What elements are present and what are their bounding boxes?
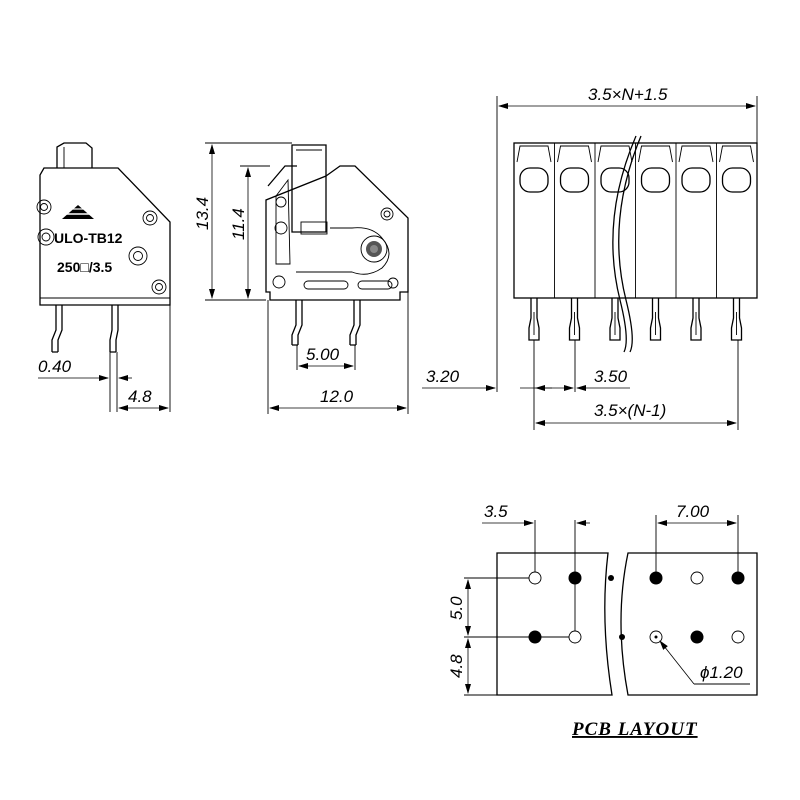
first-pin-offset-label: 3.20 <box>426 367 460 386</box>
pcb-pitch-label: 3.5 <box>484 502 508 521</box>
side-knurl-icon <box>366 241 382 257</box>
pole-lever <box>638 145 673 163</box>
pole-pin <box>690 298 702 341</box>
pole-pin <box>649 298 662 341</box>
pcb-layout: 3.5 7.00 5.0 4.8 ϕ1.20 PCB LAYOUT <box>447 502 758 740</box>
edge-offset-label: 4.8 <box>447 654 466 678</box>
model-marking: ULO-TB12 <box>54 230 123 246</box>
rating-marking: 250□/3.5 <box>57 259 112 275</box>
pole-pin <box>568 298 581 341</box>
total-length-label: 3.5×N+1.5 <box>588 85 668 104</box>
pole-wire-entry <box>559 167 590 193</box>
front-rivets <box>36 199 167 295</box>
pole-pin <box>609 298 621 341</box>
pole-lever <box>678 145 714 163</box>
pole-lever <box>719 145 754 163</box>
pole-wire-entry <box>640 167 671 193</box>
row-spacing-label: 5.0 <box>447 596 466 620</box>
height-overall-label: 13.4 <box>193 197 212 230</box>
pole-lever <box>557 145 592 163</box>
pole-pin <box>730 298 743 341</box>
side-view: 13.4 11.4 5.00 12.0 <box>193 142 409 414</box>
front-view: ULO-TB12 250□/3.5 0.40 4.8 <box>36 142 171 412</box>
pole-wire-entry <box>600 167 630 193</box>
pcb-pitch-double-label: 7.00 <box>676 502 710 521</box>
pole-lever <box>597 145 633 163</box>
pcb-layout-title: PCB LAYOUT <box>571 719 698 740</box>
pin-width-label: 0.40 <box>38 357 72 376</box>
pin-offset-label: 4.8 <box>128 387 152 406</box>
multipole-view: 3.5×N+1.5 3.20 3.50 3.5×(N-1) <box>422 85 758 430</box>
pole-lever <box>516 145 552 163</box>
height-body-label: 11.4 <box>229 208 248 240</box>
pole-wire-entry <box>681 167 711 193</box>
brand-logo-icon <box>62 205 94 219</box>
pitch-label: 3.50 <box>594 367 628 386</box>
hole-diameter-label: ϕ1.20 <box>700 663 743 682</box>
pin-spacing-label: 5.00 <box>306 345 340 364</box>
pitch-span-label: 3.5×(N-1) <box>594 401 666 420</box>
pole-wire-entry <box>721 167 752 193</box>
depth-label: 12.0 <box>320 387 354 406</box>
pole-wire-entry <box>519 167 549 193</box>
